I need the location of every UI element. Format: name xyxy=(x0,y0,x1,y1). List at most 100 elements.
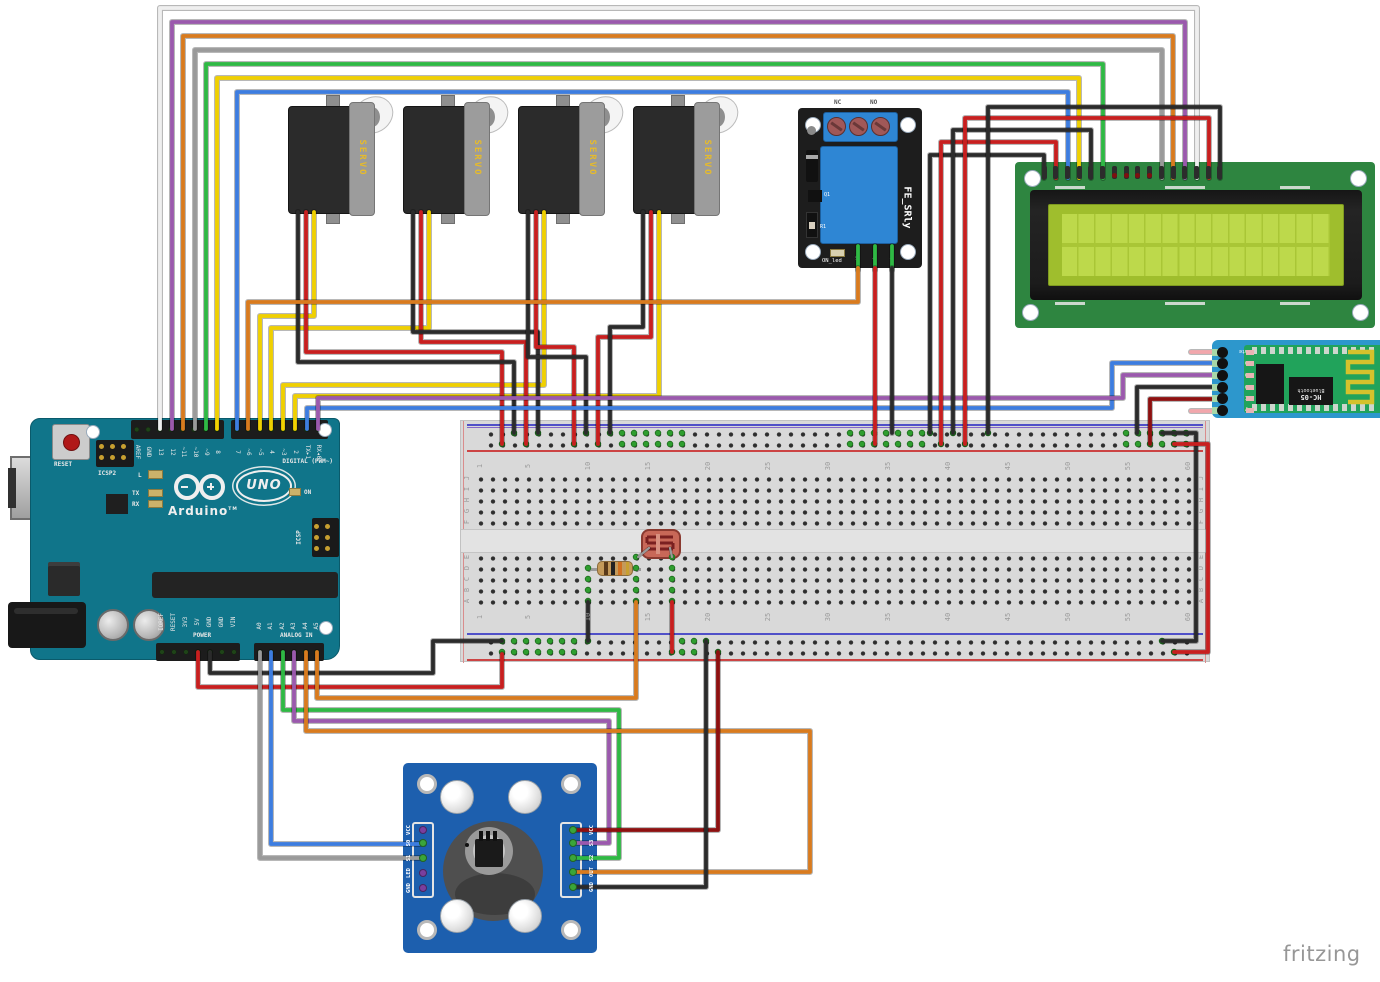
lcd-pin-6[interactable] xyxy=(1100,166,1106,179)
breadboard-connected-hole[interactable] xyxy=(1122,440,1130,448)
reset-button-cap[interactable] xyxy=(63,434,80,451)
ldr-leg-left[interactable] xyxy=(636,546,651,559)
terminal-screw-1[interactable] xyxy=(827,117,846,136)
breadboard-connected-hole[interactable] xyxy=(894,440,902,448)
breadboard-connected-hole[interactable] xyxy=(654,440,662,448)
top-block-holes[interactable] xyxy=(475,473,1195,529)
sensor-left-pad-GND[interactable] xyxy=(419,884,427,892)
lcd-pin-10[interactable] xyxy=(1147,166,1153,179)
breadboard-connected-hole[interactable] xyxy=(858,440,866,448)
lcd-pin-8[interactable] xyxy=(1123,166,1129,179)
servo-motor-1[interactable]: SERVO xyxy=(288,88,401,225)
wire-relay-signal[interactable] xyxy=(246,266,860,431)
relay-block[interactable] xyxy=(820,146,898,244)
lcd-pin-5[interactable] xyxy=(1088,166,1094,179)
breadboard-connected-hole[interactable] xyxy=(546,637,554,645)
bottom-block-holes[interactable] xyxy=(475,552,1195,608)
sensor-left-pad-S0[interactable] xyxy=(419,839,427,847)
breadboard-connected-hole[interactable] xyxy=(918,429,926,437)
lcd-pin-13[interactable] xyxy=(1182,166,1188,179)
resistor-body[interactable] xyxy=(597,561,633,576)
wire-bt-gnd[interactable] xyxy=(1135,385,1221,435)
breadboard-connected-hole[interactable] xyxy=(666,429,674,437)
servo-motor-3[interactable]: SERVO xyxy=(518,88,631,225)
wire-a4-sensor-out[interactable] xyxy=(304,650,812,874)
breadboard-connected-hole[interactable] xyxy=(584,575,592,583)
sensor-right-pad-S3[interactable] xyxy=(569,839,577,847)
lcd-pin-2[interactable] xyxy=(1053,166,1059,179)
tcs3200-color-sensor[interactable] xyxy=(403,763,597,953)
breadboard-connected-hole[interactable] xyxy=(1122,429,1130,437)
breadboard-connected-hole[interactable] xyxy=(618,440,626,448)
sensor-right-pad-OUT[interactable] xyxy=(569,868,577,876)
breadboard-connected-hole[interactable] xyxy=(558,637,566,645)
breadboard-connected-hole[interactable] xyxy=(558,648,566,656)
wire-servo1-signal[interactable] xyxy=(258,210,316,431)
lcd-pin-7[interactable] xyxy=(1111,166,1117,179)
breadboard-connected-hole[interactable] xyxy=(918,440,926,448)
hc05-pin-State[interactable] xyxy=(1217,346,1228,358)
wire-servo3-gnd[interactable] xyxy=(526,210,588,435)
lcd-pin-3[interactable] xyxy=(1064,166,1070,179)
ldr-leg-right[interactable] xyxy=(668,546,674,559)
breadboard-connected-hole[interactable] xyxy=(584,586,592,594)
sensor-right-header[interactable] xyxy=(560,822,582,898)
relay-module[interactable]: NC NO Q1 R1 FE_SRly ON_led S + - xyxy=(798,99,922,268)
breadboard-connected-hole[interactable] xyxy=(534,648,542,656)
breadboard-connected-hole[interactable] xyxy=(630,440,638,448)
wire-a0-sensor-s1[interactable] xyxy=(258,650,426,860)
breadboard-connected-hole[interactable] xyxy=(642,429,650,437)
wire-servo3-signal[interactable] xyxy=(281,210,546,431)
sensor-right-pad-VCC[interactable] xyxy=(569,826,577,834)
lcd-pin-9[interactable] xyxy=(1135,166,1141,179)
wire-servo2-signal[interactable] xyxy=(269,210,431,431)
breadboard-connected-hole[interactable] xyxy=(678,637,686,645)
wire-sensor-gnd[interactable] xyxy=(572,639,708,889)
breadboard-connected-hole[interactable] xyxy=(678,648,686,656)
breadboard-connected-hole[interactable] xyxy=(632,564,640,572)
servo-body[interactable] xyxy=(288,106,354,214)
wire-d12-lcd-d6[interactable] xyxy=(170,20,1187,431)
terminal-screw-3[interactable] xyxy=(871,117,890,136)
hc05-pin-RXD[interactable] xyxy=(1217,357,1228,369)
breadboard-connected-hole[interactable] xyxy=(510,637,518,645)
hc05-pin-Key[interactable] xyxy=(1217,404,1228,416)
breadboard-connected-hole[interactable] xyxy=(690,637,698,645)
breadboard-connected-hole[interactable] xyxy=(846,429,854,437)
wire-rail-loop-5v[interactable] xyxy=(1172,442,1210,654)
wire-a3-sensor-s3[interactable] xyxy=(292,650,611,845)
sensor-left-header[interactable] xyxy=(412,822,434,898)
wire-a2-sensor-s2[interactable] xyxy=(281,650,621,860)
hc05-pin-GND[interactable] xyxy=(1217,381,1228,393)
wire-servo4-signal[interactable] xyxy=(293,210,661,431)
wire-tx1-bt-rxd[interactable] xyxy=(305,361,1221,431)
wire-gnd-rail[interactable] xyxy=(208,639,504,675)
breadboard-connected-hole[interactable] xyxy=(534,637,542,645)
breadboard-connected-hole[interactable] xyxy=(668,575,676,583)
wire-d8-lcd-rs[interactable] xyxy=(215,76,1081,431)
servo-body[interactable] xyxy=(633,106,699,214)
lcd-pin-14[interactable] xyxy=(1193,166,1199,179)
wire-servo4-gnd[interactable] xyxy=(608,210,645,435)
wire-lcd-led-a[interactable] xyxy=(963,116,1211,446)
ldr-photoresistor[interactable] xyxy=(641,529,681,559)
breadboard-connected-hole[interactable] xyxy=(632,586,640,594)
sensor-left-pad-S1[interactable] xyxy=(419,854,427,862)
wire-servo4-5v[interactable] xyxy=(596,210,653,446)
wire-servo3-5v[interactable] xyxy=(534,210,576,446)
sensor-left-pad-LED[interactable] xyxy=(419,869,427,877)
lcd-pin-4[interactable] xyxy=(1076,166,1082,179)
terminal-screw-2[interactable] xyxy=(849,117,868,136)
wire-lcd-led-k[interactable] xyxy=(986,105,1222,435)
atmega-chip[interactable] xyxy=(152,572,338,598)
wire-5v-rail[interactable] xyxy=(196,650,504,689)
breadboard-connected-hole[interactable] xyxy=(632,575,640,583)
breadboard-connected-hole[interactable] xyxy=(584,564,592,572)
wire-a1-sensor-s0[interactable] xyxy=(269,650,426,846)
reset-button[interactable] xyxy=(52,424,90,460)
wire-lcd-vdd[interactable] xyxy=(939,140,1058,446)
breadboard-connected-hole[interactable] xyxy=(642,440,650,448)
digital-header-left[interactable] xyxy=(131,420,224,439)
breadboard-connected-hole[interactable] xyxy=(668,564,676,572)
digital-header-right[interactable] xyxy=(231,420,328,439)
